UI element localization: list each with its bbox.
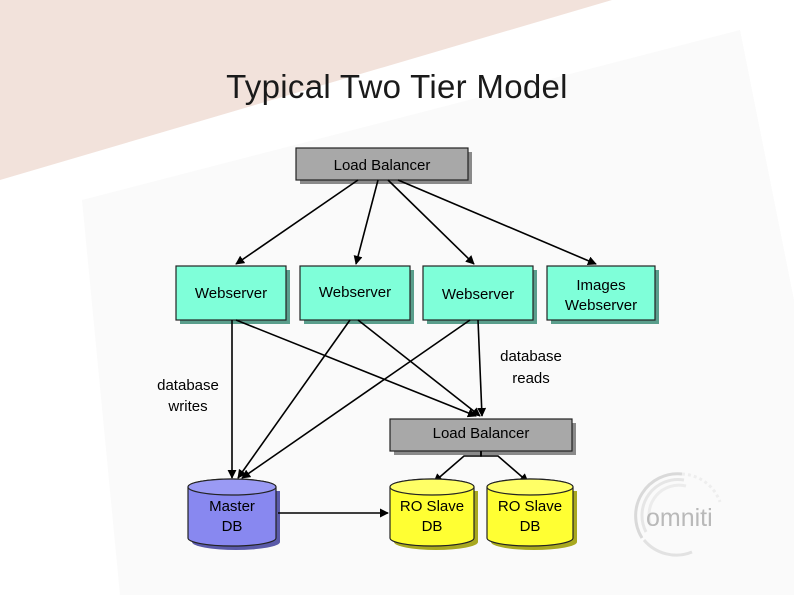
ro-slave-db-1-label-line2: DB (422, 518, 443, 535)
database-writes-line2: writes (167, 398, 207, 415)
database-writes-line1: database (157, 377, 219, 394)
balancer-to-webserver-arrows (235, 179, 597, 265)
webserver-1: Webserver (175, 265, 290, 324)
db-load-balancer: Load Balancer (389, 418, 576, 455)
webserver-1-label: Webserver (195, 285, 267, 302)
db-load-balancer-label: Load Balancer (433, 425, 530, 442)
slide-title: Typical Two Tier Model (226, 68, 568, 105)
webserver-2: Webserver (299, 265, 414, 324)
ro-slave-db-1-label-line1: RO Slave (400, 498, 464, 515)
master-db-label-line1: Master (209, 498, 255, 515)
database-reads-line2: reads (512, 370, 550, 387)
webserver-2-label: Webserver (319, 284, 391, 301)
top-load-balancer: Load Balancer (295, 147, 472, 184)
ro-slave-db-2: RO Slave DB (486, 478, 577, 550)
balancer-to-slave-arrows (433, 451, 529, 483)
ro-slave-db-1: RO Slave DB (389, 478, 478, 550)
images-webserver-label-line2: Webserver (565, 297, 637, 314)
background-band (0, 0, 612, 180)
ro-slave-db-2-label-line1: RO Slave (498, 498, 562, 515)
ro-slave-db-2-label-line2: DB (520, 518, 541, 535)
omniti-swirl-icon (634, 472, 722, 557)
master-db-label-line2: DB (222, 518, 243, 535)
webserver-3-label: Webserver (442, 286, 514, 303)
omniti-logo: omniti (634, 472, 722, 557)
webserver-3: Webserver (422, 265, 537, 324)
master-db: Master DB (187, 478, 280, 550)
database-writes-annotation: database writes (157, 377, 219, 415)
images-webserver-label-line1: Images (576, 277, 625, 294)
database-reads-annotation: database reads (500, 348, 562, 387)
webserver-to-db-arrows (227, 319, 487, 479)
database-reads-line1: database (500, 348, 562, 365)
omniti-logo-text: omniti (646, 504, 713, 532)
top-load-balancer-label: Load Balancer (334, 157, 431, 174)
images-webserver: Images Webserver (546, 265, 659, 324)
